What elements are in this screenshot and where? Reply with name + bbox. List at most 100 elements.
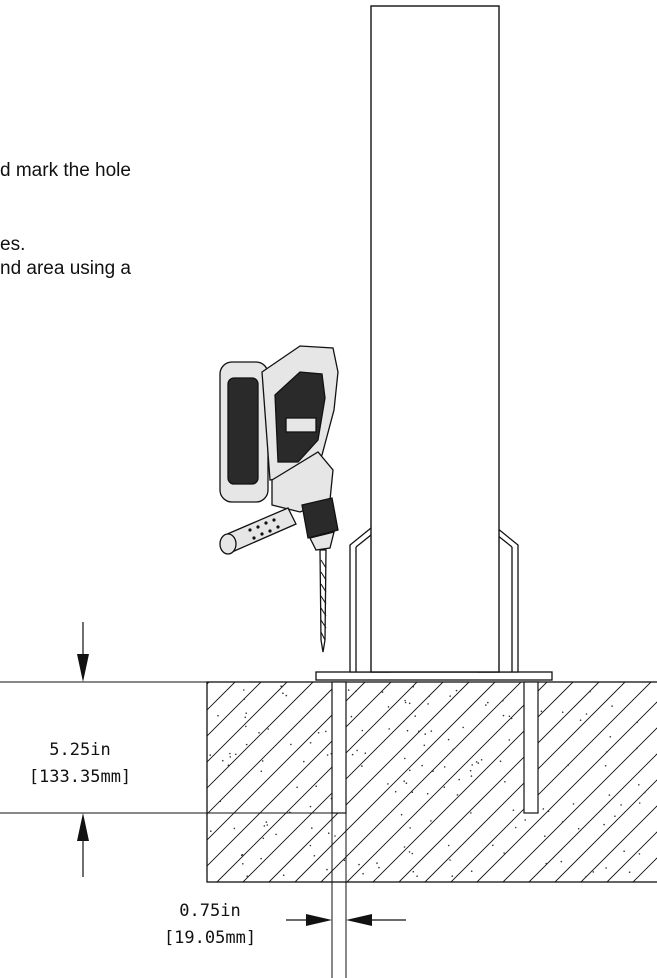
- stipple-dot: [409, 827, 411, 829]
- stipple-dot: [428, 695, 431, 697]
- stipple-dot: [326, 868, 328, 871]
- hatch-line: [398, 682, 600, 882]
- stipple-dot: [579, 719, 582, 721]
- instruction-line-1: d mark the hole: [0, 160, 131, 181]
- stipple-dot: [572, 803, 575, 805]
- hatch-line: [476, 701, 657, 882]
- stipple-dot: [608, 794, 611, 796]
- stipple-dot: [207, 778, 208, 781]
- stipple-dot: [408, 702, 411, 705]
- stipple-dot: [313, 855, 316, 857]
- stipple-dot: [524, 819, 526, 821]
- stipple-dot: [540, 710, 543, 713]
- stipple-dot: [240, 854, 243, 856]
- stipple-dot: [405, 782, 408, 784]
- stipple-dot: [620, 804, 622, 806]
- hatch-line: [580, 805, 657, 882]
- stipple-dot: [623, 850, 625, 852]
- hatch-line: [207, 682, 262, 737]
- stipple-dot: [577, 827, 580, 830]
- stipple-dot: [235, 753, 237, 756]
- stipple-dot: [449, 859, 451, 861]
- stipple-dot: [263, 825, 266, 827]
- stipple-dot: [285, 694, 288, 697]
- stipple-dot: [334, 835, 336, 837]
- width-label-mm: [19.05mm]: [164, 928, 256, 948]
- stipple-dot: [355, 690, 357, 693]
- stipple-dot: [404, 699, 406, 702]
- stipple-dot: [567, 764, 569, 766]
- stipple-dot: [414, 715, 417, 717]
- stipple-dot: [628, 871, 631, 873]
- instruction-line-3: nd area using a: [0, 258, 131, 279]
- hatch-line: [346, 682, 548, 882]
- width-arrow-left: [346, 914, 372, 926]
- stipple-dot: [475, 761, 478, 763]
- stipple-dot: [504, 781, 506, 783]
- stipple-dot: [209, 754, 211, 756]
- stipple-dot: [262, 837, 265, 840]
- instruction-line-2: es.: [0, 234, 26, 255]
- stipple-dot: [487, 701, 489, 704]
- stipple-dot: [244, 716, 247, 719]
- stipple-dot: [408, 851, 411, 853]
- stipple-dot: [502, 699, 504, 702]
- stipple-dot: [480, 759, 483, 761]
- stipple-dot: [638, 784, 640, 786]
- drilled-hole-right: [523, 681, 539, 814]
- stipple-dot: [245, 725, 247, 728]
- stipple-dot: [303, 760, 305, 763]
- stipple-dot: [510, 717, 513, 720]
- stipple-dot: [560, 860, 563, 863]
- depth-arrow-down: [77, 654, 89, 682]
- stipple-dot: [387, 706, 390, 708]
- stipple-dot: [430, 820, 432, 822]
- depth-label-mm: [133.35mm]: [29, 767, 131, 787]
- concrete-slab: [206, 681, 657, 883]
- stipple-dot: [514, 826, 517, 829]
- stipple-dot: [411, 791, 414, 793]
- stipple-dot: [471, 764, 474, 766]
- stipple-dot: [485, 704, 487, 706]
- stipple-dot: [424, 733, 427, 735]
- stipple-dot: [376, 862, 378, 864]
- width-label-in: 0.75in: [179, 901, 240, 921]
- stipple-dot: [611, 705, 613, 707]
- hatch-line: [294, 682, 496, 882]
- stipple-dot: [469, 769, 472, 772]
- stipple-dot: [544, 835, 546, 837]
- stipple-dot: [245, 743, 248, 746]
- stipple-dot: [638, 802, 641, 804]
- stipple-dot: [470, 775, 473, 777]
- hatch-line: [207, 682, 314, 789]
- stipple-dot: [245, 712, 247, 714]
- stipple-dot: [589, 690, 591, 693]
- depth-arrow-up: [77, 813, 89, 841]
- hatch-line: [606, 831, 657, 882]
- stipple-dot: [351, 753, 354, 756]
- stipple-dot: [443, 766, 446, 768]
- stipple-dot: [455, 689, 458, 692]
- hatch-line: [207, 682, 288, 763]
- stipple-dot: [412, 870, 415, 873]
- stipple-dot: [315, 785, 318, 787]
- stipple-dot: [447, 738, 450, 741]
- stipple-dot: [327, 832, 330, 834]
- stipple-dot: [350, 715, 353, 718]
- stipple-dot: [282, 692, 284, 694]
- stipple-dot: [317, 732, 320, 734]
- stipple-dot: [432, 770, 434, 772]
- stipple-dot: [325, 730, 327, 733]
- hammer-drill-icon: [219, 345, 339, 653]
- stipple-dot: [404, 757, 406, 760]
- stipple-dot: [356, 749, 358, 752]
- stipple-dot: [418, 730, 420, 733]
- stipple-dot: [296, 786, 298, 789]
- stipple-dot: [470, 870, 473, 872]
- stipple-dot: [227, 764, 230, 766]
- stipple-dot: [427, 703, 429, 705]
- stipple-dot: [358, 863, 360, 866]
- stipple-dot: [403, 780, 406, 782]
- stipple-dot: [499, 760, 502, 762]
